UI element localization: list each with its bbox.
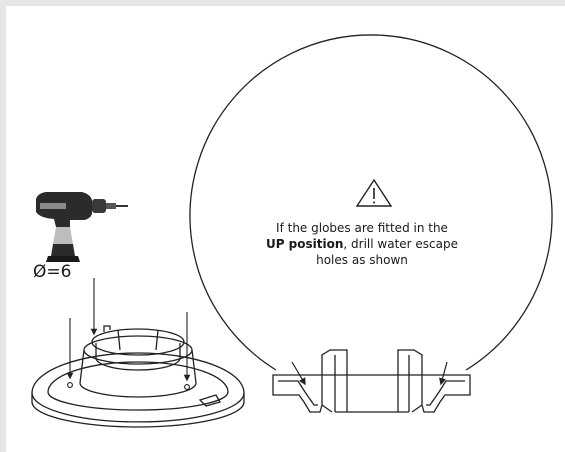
drill-hole-right [184, 384, 190, 390]
globe-outline [189, 34, 553, 371]
drill-hole-left [67, 382, 73, 388]
warning-line-pre: If the globes are fitted in the [276, 221, 448, 235]
warning-line-post: , drill water escape holes as shown [316, 237, 459, 267]
water-escape-arrow-right [439, 361, 448, 386]
warning-line-bold: UP position [265, 237, 344, 251]
cordless-drill-icon [36, 192, 128, 262]
globe-base [272, 349, 471, 413]
water-escape-arrow-left [291, 361, 306, 386]
warning-triangle-icon [355, 178, 393, 207]
lantern-base-ring [31, 325, 245, 428]
warning-note: If the globes are fitted in the UP posit… [256, 220, 468, 268]
drill-diameter-label: Ø=6 [33, 262, 72, 282]
